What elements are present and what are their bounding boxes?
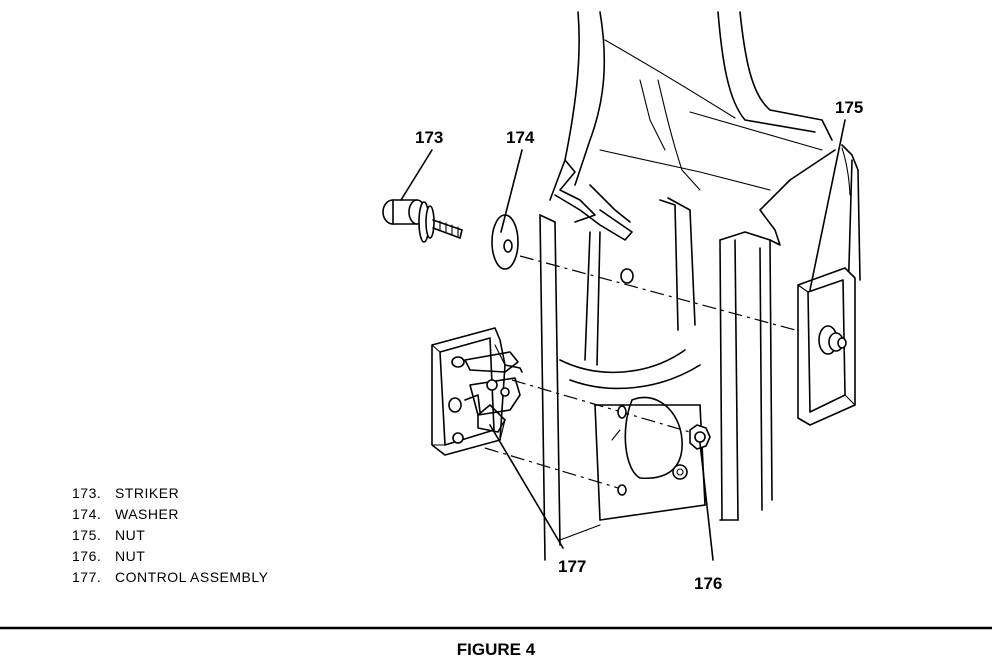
nut-plate-part <box>797 267 856 426</box>
legend-label-control-assembly: CONTROL ASSEMBLY <box>115 569 269 585</box>
washer-part <box>491 214 519 270</box>
legend-number-175: 175. <box>72 527 101 543</box>
parts-legend: 173. STRIKER 174. WASHER 175. NUT 176. N… <box>72 485 269 585</box>
legend-label-nut-176: NUT <box>115 548 145 564</box>
figure-caption: FIGURE 4 <box>457 640 536 659</box>
callout-173: 173 <box>415 128 443 147</box>
callout-174: 174 <box>506 128 535 147</box>
control-assembly-part <box>431 327 523 456</box>
legend-number-174: 174. <box>72 506 101 522</box>
nut-part <box>689 424 711 450</box>
legend-number-173: 173. <box>72 485 101 501</box>
pillar-holes <box>617 268 688 496</box>
legend-label-washer: WASHER <box>115 506 179 522</box>
legend-label-striker: STRIKER <box>115 485 179 501</box>
callout-177: 177 <box>558 557 586 576</box>
alignment-lines <box>484 255 841 491</box>
legend-label-nut-175: NUT <box>115 527 145 543</box>
striker-part <box>382 199 463 243</box>
callout-175: 175 <box>835 98 863 117</box>
legend-number-177: 177. <box>72 569 101 585</box>
door-pillar-structure <box>539 11 861 561</box>
callout-176: 176 <box>694 574 722 593</box>
legend-number-176: 176. <box>72 548 101 564</box>
leader-lines <box>400 119 846 561</box>
